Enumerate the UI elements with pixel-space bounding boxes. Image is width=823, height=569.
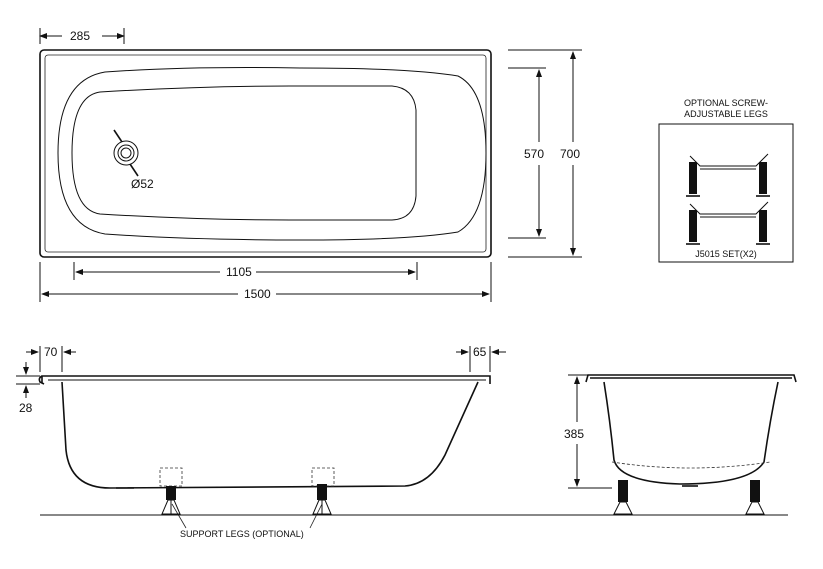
tub-outer-rim	[39, 49, 492, 258]
basin-outer-outline	[57, 67, 487, 241]
legs-title-line1: OPTIONAL SCREW-	[684, 98, 768, 108]
dim-70-label: 70	[44, 345, 58, 359]
end-body-outline	[603, 381, 779, 485]
optional-legs-panel: OPTIONAL SCREW- ADJUSTABLE LEGS J5015 SE…	[658, 98, 794, 263]
end-leg-icon	[745, 480, 765, 515]
side-body-outline	[61, 381, 479, 489]
tub-inner-rim	[44, 54, 487, 253]
side-rim	[38, 375, 491, 385]
top-view: Ø52 285 570 700 1105 1500	[39, 28, 582, 302]
legs-caption: J5015 SET(X2)	[695, 249, 757, 259]
support-leg-bracket	[311, 467, 335, 487]
dim-1105-label: 1105	[226, 265, 252, 279]
end-rim	[585, 374, 797, 383]
dim-1500-label: 1500	[244, 287, 271, 301]
leg-set-icon	[686, 201, 770, 245]
dim-285-label: 285	[70, 29, 90, 43]
end-view: 385	[564, 374, 797, 515]
side-view: SUPPORT LEGS (OPTIONAL) 70 65 28	[16, 345, 506, 539]
legs-title-line2: ADJUSTABLE LEGS	[684, 109, 768, 119]
dim-700-label: 700	[560, 147, 580, 161]
legs-box-frame	[658, 123, 794, 263]
basin-floor-outline	[71, 85, 417, 221]
leg-set-icon	[686, 153, 770, 197]
drain-icon	[113, 129, 139, 177]
dim-65-label: 65	[473, 345, 487, 359]
support-leg-bracket	[159, 467, 183, 487]
end-leg-icon	[613, 480, 633, 515]
support-leg-icon	[161, 486, 181, 515]
dim-385-label: 385	[564, 427, 584, 441]
drain-diameter-label: Ø52	[131, 177, 154, 191]
support-legs-label: SUPPORT LEGS (OPTIONAL)	[180, 529, 304, 539]
support-leg-icon	[312, 484, 332, 515]
dim-28-label: 28	[19, 401, 33, 415]
dim-570-label: 570	[524, 147, 544, 161]
